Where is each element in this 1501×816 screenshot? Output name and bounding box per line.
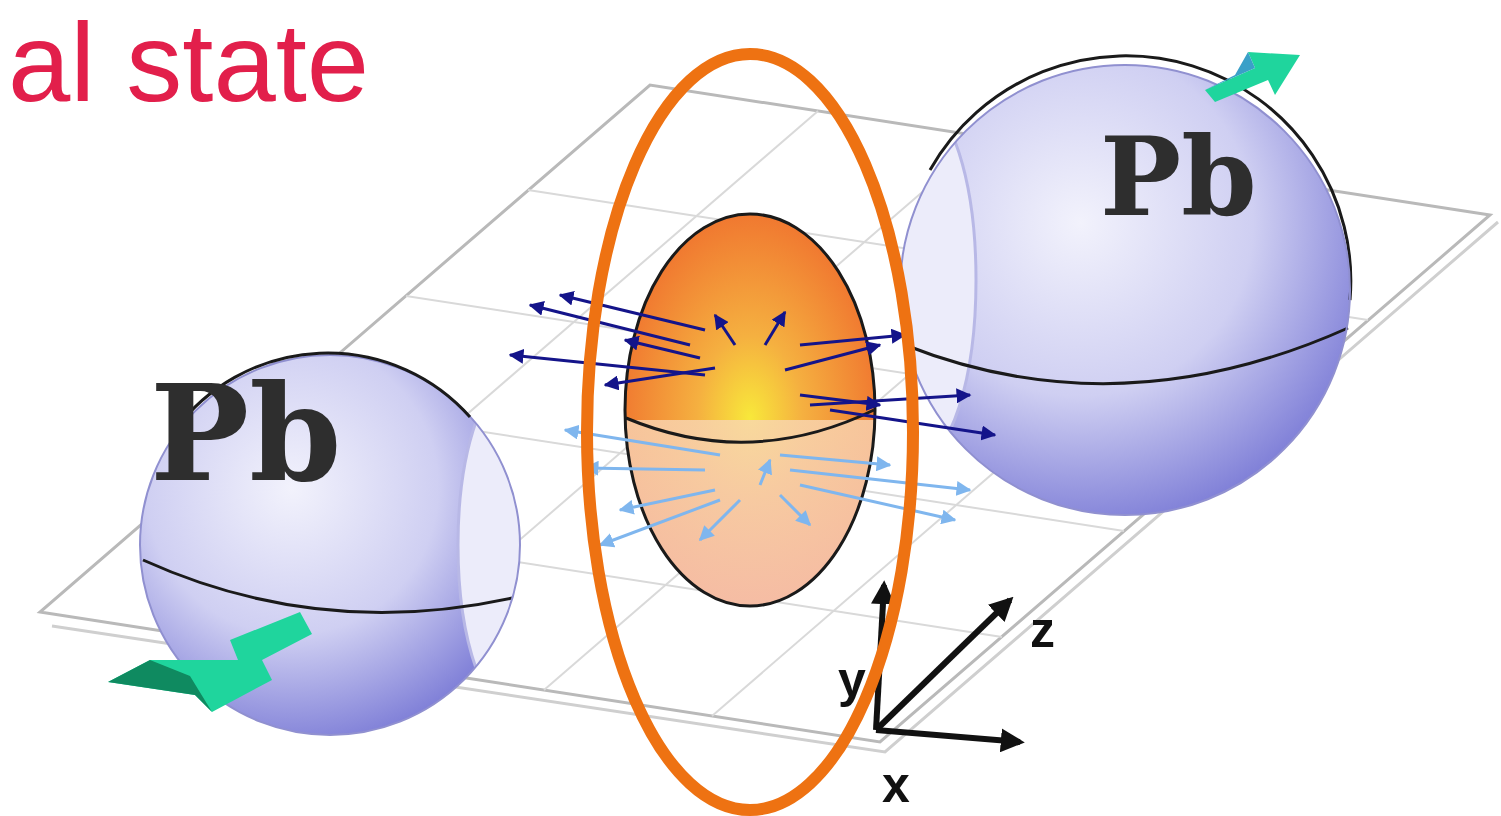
- nucleus-label-box: Pb: [1100, 123, 1261, 235]
- axis-label: x: [882, 760, 910, 810]
- axis-label: z: [1030, 605, 1055, 655]
- heading: al state: [8, 7, 369, 119]
- nucleus-label: Pb: [1100, 123, 1261, 231]
- axis-label: y: [838, 655, 866, 705]
- lead-nucleus-right: [860, 56, 1351, 515]
- nucleus-label: Pb: [150, 368, 346, 500]
- nucleus-label-box: Pb: [150, 368, 346, 504]
- highlight-ellipse: [587, 54, 913, 810]
- beam-arrow: [108, 52, 1300, 712]
